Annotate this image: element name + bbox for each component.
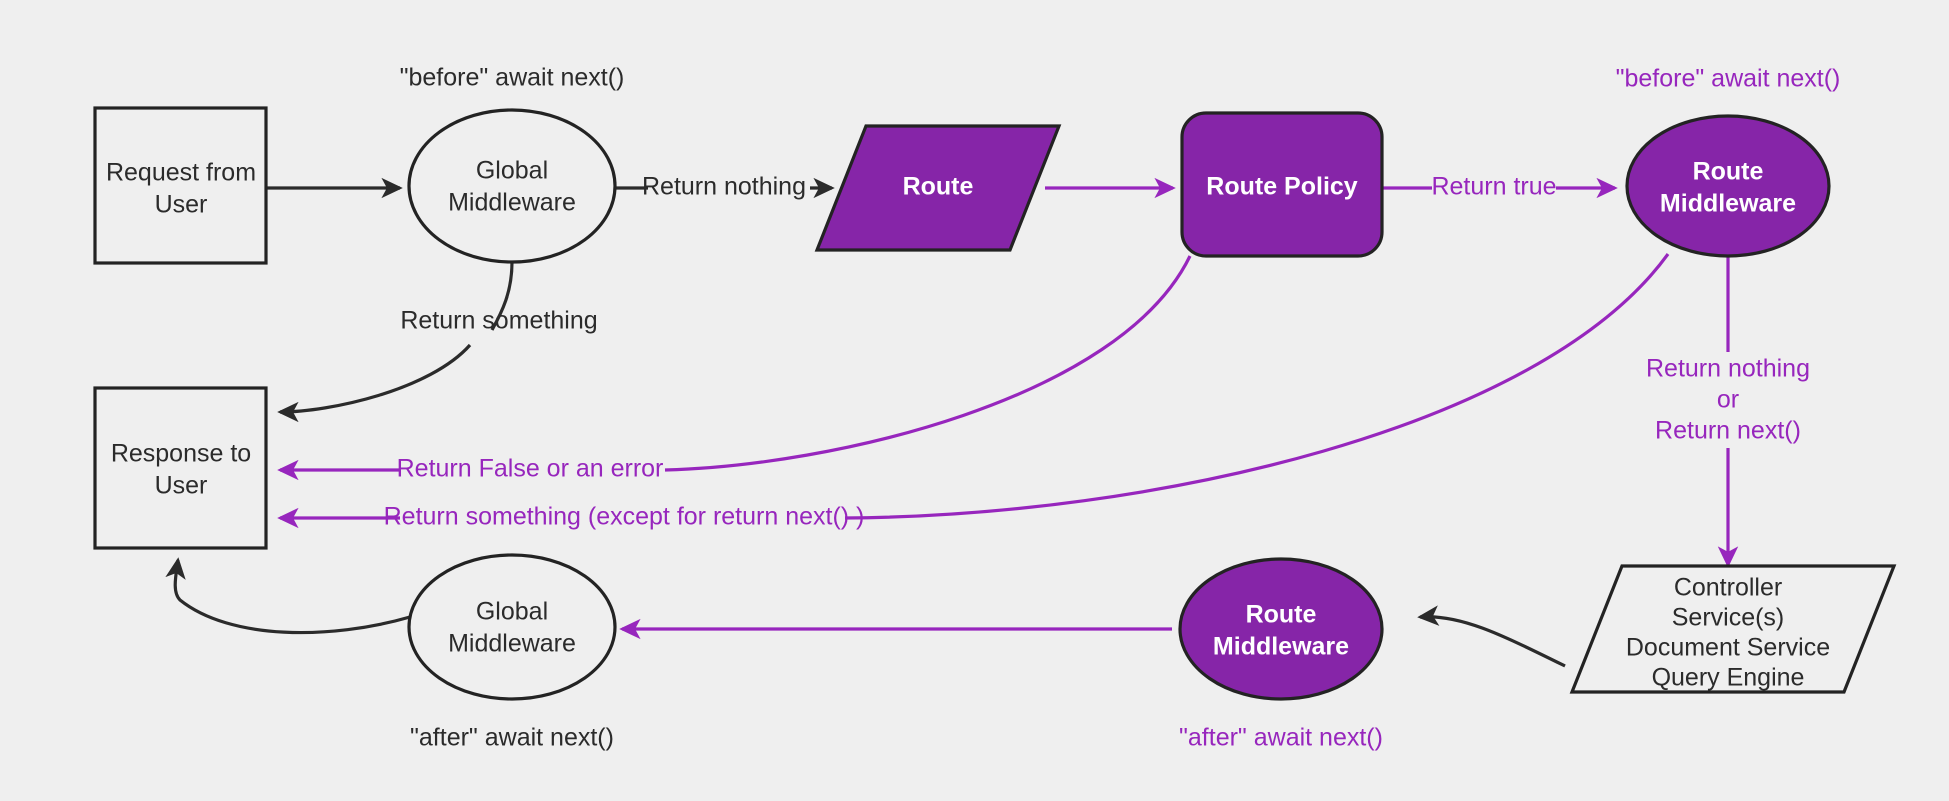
node-route-policy[interactable]: Route Policy bbox=[1180, 111, 1384, 258]
global-middleware-bottom-shape bbox=[407, 553, 617, 701]
route-label: Route bbox=[903, 173, 974, 201]
annotation-before-await-next-route: "before" await next() bbox=[1616, 65, 1841, 93]
edge-global-middleware-bottom-to-response bbox=[165, 557, 411, 635]
response-to-user-label-line2: User bbox=[155, 472, 208, 500]
route-middleware-top-shape bbox=[1625, 114, 1831, 258]
response-to-user-label-line1: Response to bbox=[111, 440, 251, 468]
edge-label-return-something-global: Return something bbox=[400, 307, 597, 335]
request-from-user-shape bbox=[93, 106, 268, 265]
edge-global-return-something-upper bbox=[490, 261, 514, 331]
route-shape bbox=[814, 124, 1062, 252]
annotation-after-await-next-route: "after" await next() bbox=[1179, 724, 1383, 752]
node-controller-stack[interactable]: Controller Service(s) Document Service Q… bbox=[1569, 564, 1897, 694]
node-response-to-user[interactable]: Response to User bbox=[93, 386, 268, 550]
node-route-middleware-bottom[interactable]: Route Middleware bbox=[1178, 557, 1384, 701]
route-middleware-bottom-label-line1: Route bbox=[1246, 601, 1317, 629]
route-middleware-top-label-line2: Middleware bbox=[1660, 190, 1796, 218]
annotation-before-await-next-global: "before" await next() bbox=[400, 64, 625, 92]
controller-stack-shape bbox=[1569, 564, 1897, 694]
global-middleware-top-shape bbox=[407, 108, 617, 264]
route-middleware-bottom-shape bbox=[1178, 557, 1384, 701]
edge-controller-to-route-middleware-bottom bbox=[1417, 605, 1566, 668]
route-middleware-bottom-label-line2: Middleware bbox=[1213, 633, 1349, 661]
controller-stack-line4: Query Engine bbox=[1652, 664, 1805, 692]
node-route[interactable]: Route bbox=[814, 124, 1062, 252]
controller-stack-line1: Controller bbox=[1674, 574, 1782, 602]
edge-label-return-true: Return true bbox=[1431, 173, 1556, 201]
request-from-user-label-line1: Request from bbox=[106, 159, 256, 187]
request-from-user-label-line2: User bbox=[155, 191, 208, 219]
global-middleware-bottom-label-line2: Middleware bbox=[448, 630, 576, 658]
edge-route-middleware-return-something-curve bbox=[844, 253, 1670, 520]
node-global-middleware-bottom[interactable]: Global Middleware bbox=[407, 553, 617, 701]
route-policy-shape bbox=[1180, 111, 1384, 258]
node-global-middleware-top[interactable]: Global Middleware bbox=[407, 108, 617, 264]
edge-label-return-something-except: Return something (except for return next… bbox=[384, 503, 865, 531]
global-middleware-top-label-line2: Middleware bbox=[448, 189, 576, 217]
annotation-after-await-next-global: "after" await next() bbox=[410, 724, 614, 752]
global-middleware-top-label-line1: Global bbox=[476, 157, 548, 185]
edge-label-return-nothing: Return nothing bbox=[642, 173, 806, 201]
node-request-from-user[interactable]: Request from User bbox=[93, 106, 268, 265]
edge-label-return-nothing-or-next-line1: Return nothing bbox=[1646, 355, 1810, 383]
controller-stack-line3: Document Service bbox=[1626, 634, 1830, 662]
edge-label-return-false-or-error: Return False or an error bbox=[397, 455, 664, 483]
global-middleware-bottom-label-line1: Global bbox=[476, 598, 548, 626]
node-route-middleware-top[interactable]: Route Middleware bbox=[1625, 114, 1831, 258]
edge-global-return-something-lower bbox=[277, 343, 472, 423]
edge-label-return-nothing-or-next-line3: Return next() bbox=[1655, 417, 1801, 445]
route-middleware-top-label-line1: Route bbox=[1693, 158, 1764, 186]
controller-stack-line2: Service(s) bbox=[1672, 604, 1785, 632]
edge-label-return-nothing-or-next-line2: or bbox=[1717, 386, 1739, 414]
response-to-user-shape bbox=[93, 386, 268, 550]
route-policy-label: Route Policy bbox=[1206, 173, 1358, 201]
edge-route-policy-return-false-curve bbox=[664, 255, 1192, 472]
